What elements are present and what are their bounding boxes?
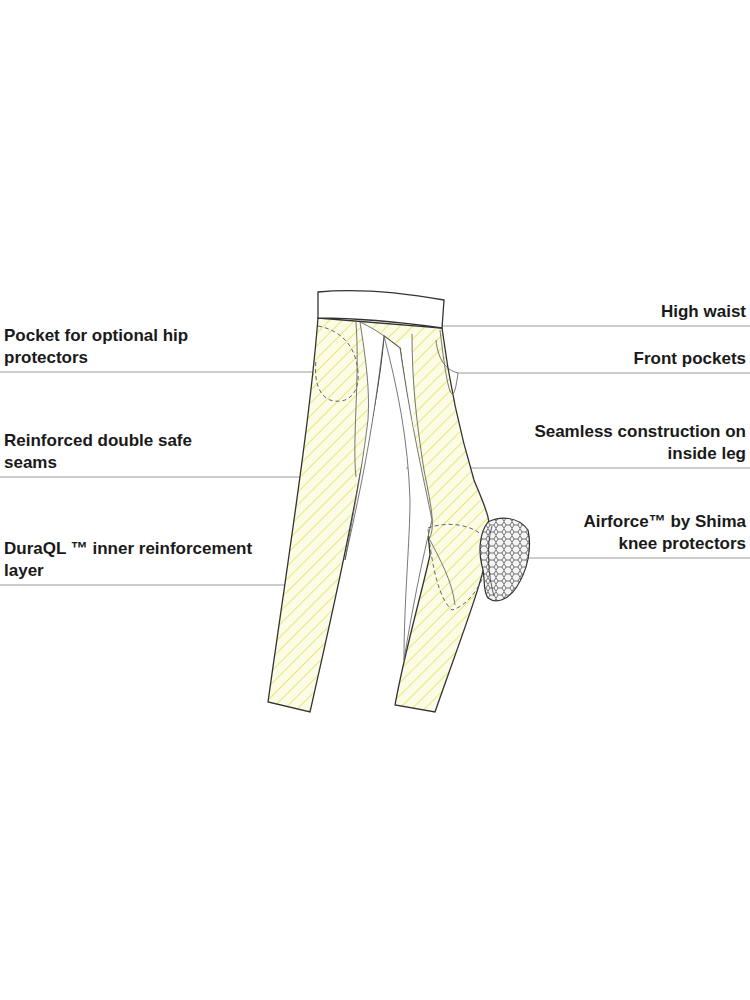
hip-pocket (316, 326, 359, 401)
callout-label: Reinforced double safe seams (4, 430, 194, 474)
knee-protector (480, 518, 530, 601)
callout-label: Front pockets (546, 348, 746, 370)
inner-leg-panel (345, 322, 384, 560)
callout-label: Pocket for optional hip protectors (4, 325, 194, 369)
callout-label: DuraQL ™ inner reinforcement layer (4, 538, 254, 582)
callout-label: Seamless construction on inside leg (524, 421, 746, 465)
knee-protector-edge (488, 526, 494, 596)
callout-label: High waist (546, 301, 746, 323)
high-waistband (318, 291, 444, 328)
inner-leg-panel (384, 336, 432, 660)
leggings-outline (268, 318, 490, 712)
seam-lines (355, 322, 458, 605)
callout-label: Airforce™ by Shima knee protectors (556, 511, 746, 555)
